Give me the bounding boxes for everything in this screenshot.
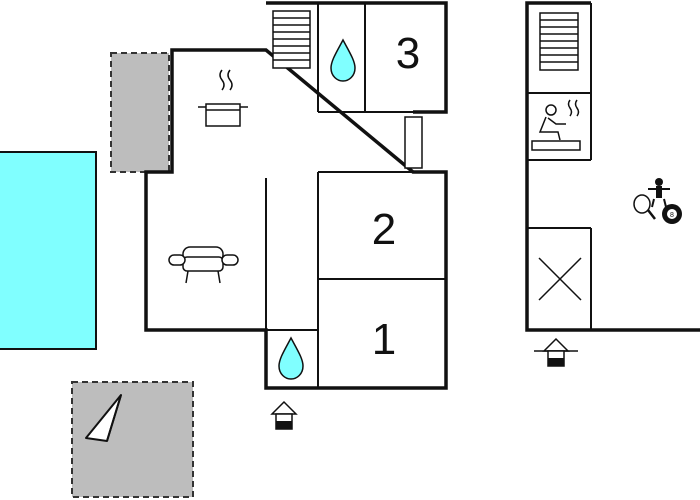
table-football-icon	[648, 178, 670, 208]
billiards-icon: 8	[662, 204, 682, 224]
entrance-icon	[270, 400, 298, 430]
entrance-icon	[534, 337, 578, 367]
stairs-icon	[272, 10, 311, 69]
table-tennis-icon	[633, 194, 656, 220]
water-drop-icon	[278, 336, 304, 380]
room-number-3: 3	[396, 29, 420, 78]
annex-interior-walls	[527, 3, 592, 330]
main-building-walls	[144, 1, 448, 390]
room-number-1: 1	[372, 315, 396, 364]
cross-icon	[538, 257, 582, 301]
water-drop-icon	[330, 38, 356, 82]
room-number-2: 2	[372, 205, 396, 254]
stairs-icon	[539, 12, 579, 71]
sauna-icon	[531, 99, 581, 151]
swimming-pool	[0, 151, 97, 350]
terrace-top	[110, 52, 170, 173]
annex-building-walls	[525, 1, 700, 332]
door-icon	[404, 116, 423, 169]
cooking-pot-icon	[198, 69, 248, 127]
sofa-icon	[168, 246, 239, 284]
main-building-interior-walls	[265, 3, 446, 388]
compass-north-arrow-icon	[85, 394, 122, 442]
svg-text:8: 8	[670, 212, 674, 219]
